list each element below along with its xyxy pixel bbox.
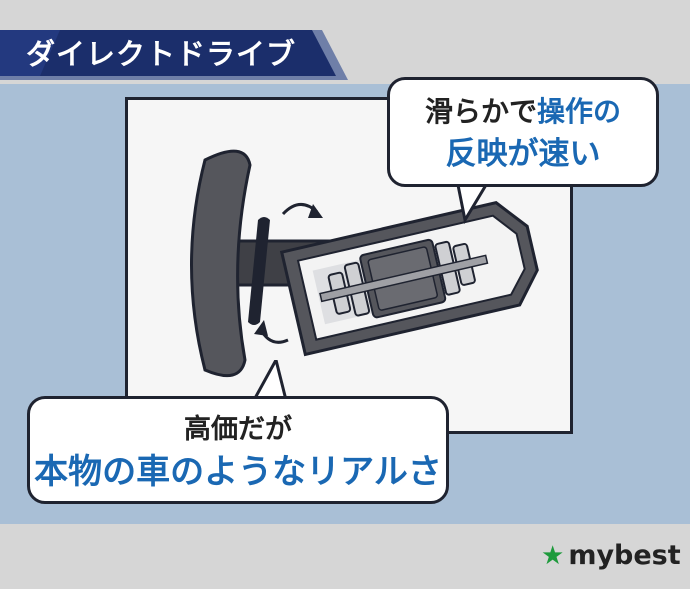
mybest-logo: ★ mybest [541,540,681,572]
wheel-hub-plate [248,217,270,325]
callout-bottom-line1: 高価だが [184,414,292,445]
ribbon-shape [0,30,348,80]
callout-top-emph1: 操作の [537,95,622,128]
title-ribbon: ダイレクトドライブ [0,30,360,80]
callout-realism: 高価だが 本物の車のようなリアルさ [27,396,449,504]
motor-housing [279,201,539,357]
page-title: ダイレクトドライブ [26,37,297,71]
callout-bottom-line2: 本物の車のようなリアルさ [34,452,442,492]
callout-fast-response: 滑らかで操作の 反映が速い [387,77,659,187]
callout-top-emph2: 反映が速い [445,136,601,172]
motor-axle [319,254,489,303]
steering-wheel-rim [190,149,252,378]
footer-band [0,524,690,589]
star-icon: ★ [541,541,565,571]
logo-text: mybest [568,540,681,571]
callout-top-plain: 滑らかで [424,95,537,128]
